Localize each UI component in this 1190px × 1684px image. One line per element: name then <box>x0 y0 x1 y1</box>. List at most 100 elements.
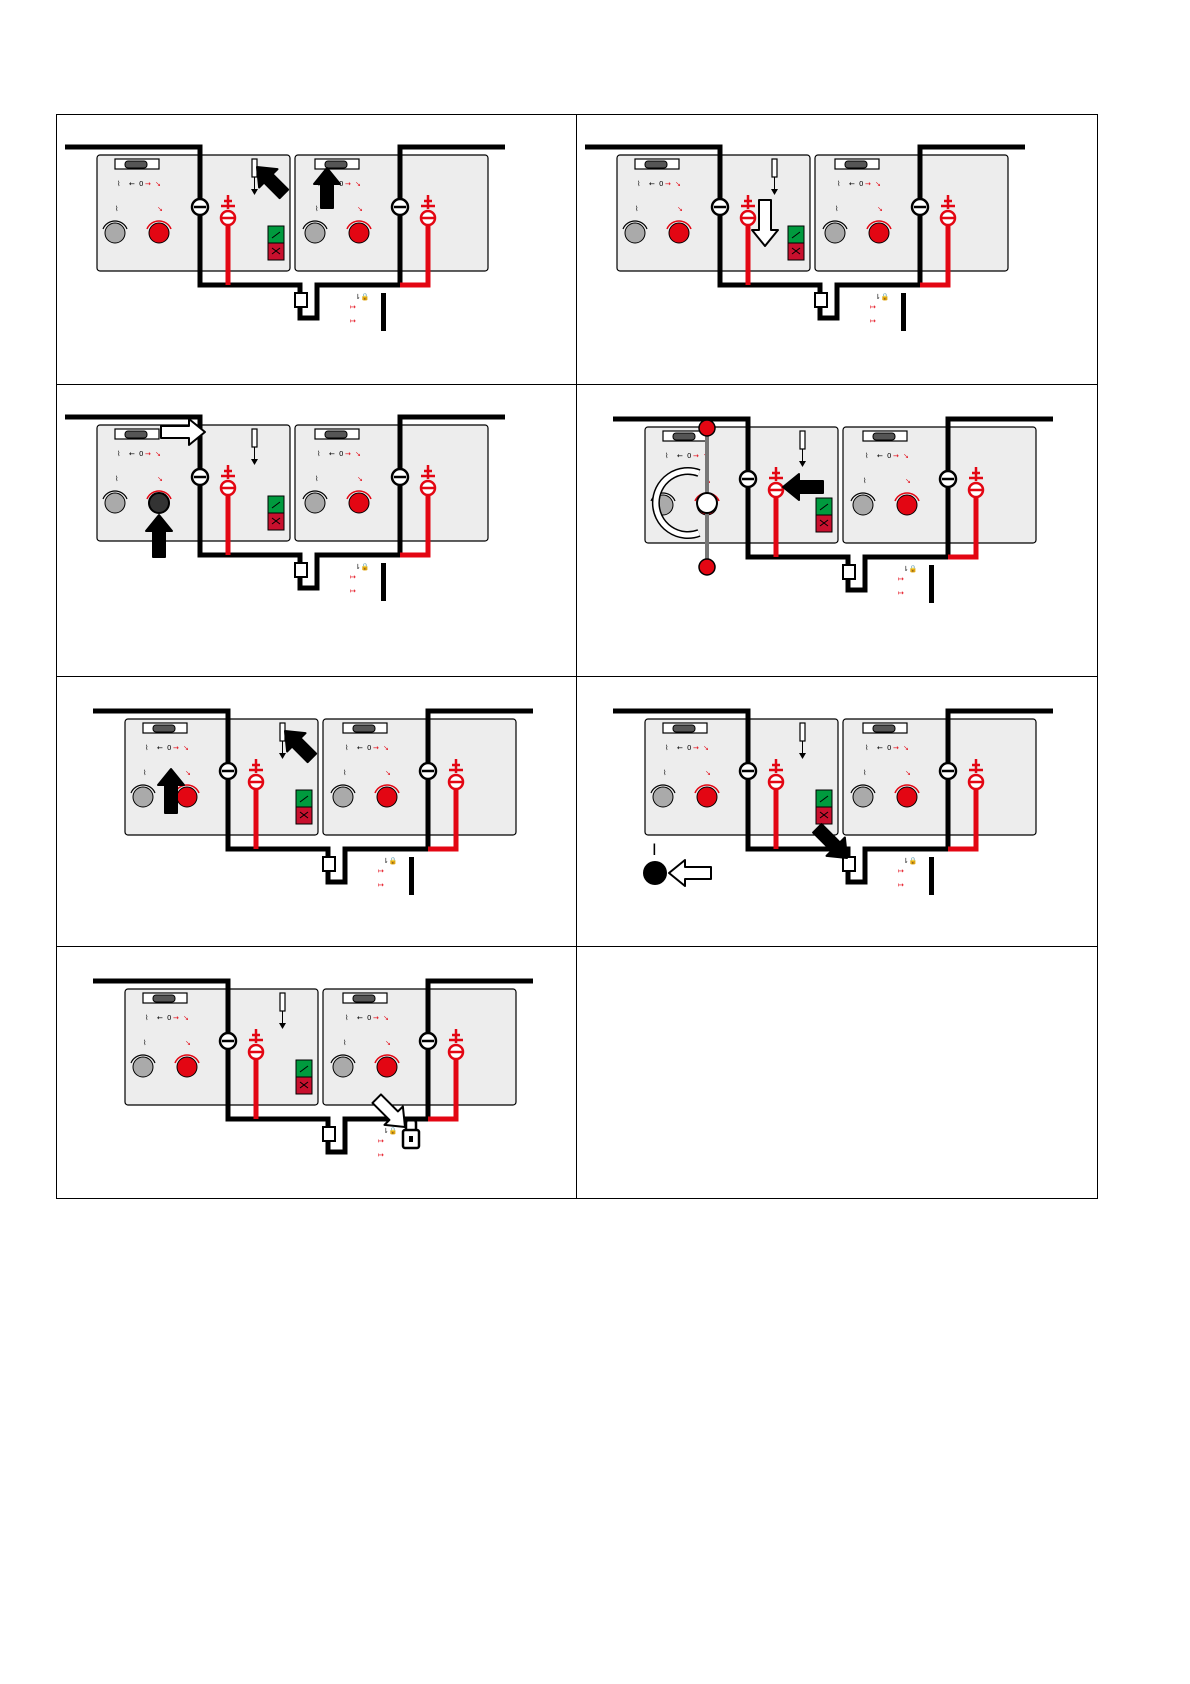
svg-text:→: → <box>893 744 899 752</box>
fuse-icon <box>323 857 335 871</box>
svg-text:↘: ↘ <box>903 744 909 752</box>
svg-text:⌇: ⌇ <box>663 769 666 777</box>
svg-text:↦: ↦ <box>378 1151 384 1159</box>
step-cell-1: ⌇←0→↘⌇↘⌇←0→↘⌇↘⇂🔒↦↦ <box>57 115 577 385</box>
svg-text:⌇: ⌇ <box>345 744 348 752</box>
key-bar <box>409 857 414 895</box>
fuse-icon <box>843 565 855 579</box>
svg-text:→: → <box>693 744 699 752</box>
key-bar <box>381 563 386 601</box>
right-panel <box>815 155 1008 271</box>
grey-knob-icon <box>305 223 325 243</box>
svg-text:⌇: ⌇ <box>315 475 318 483</box>
svg-text:↦: ↦ <box>350 587 356 595</box>
svg-text:⇂🔒: ⇂🔒 <box>383 1127 398 1135</box>
instruction-grid: ⌇←0→↘⌇↘⌇←0→↘⌇↘⇂🔒↦↦ ⌇←0→↘⌇↘⌇←0→↘⌇↘⇂🔒↦↦ ⌇←… <box>56 114 1098 1199</box>
svg-text:←: ← <box>157 1014 163 1022</box>
svg-text:↘: ↘ <box>157 205 163 213</box>
key-bar <box>929 857 934 895</box>
svg-text:↘: ↘ <box>875 180 881 188</box>
svg-text:↘: ↘ <box>905 769 911 777</box>
fuse-icon <box>295 563 307 577</box>
push-button-icon <box>643 861 667 885</box>
svg-text:↘: ↘ <box>383 1014 389 1022</box>
tool-icon <box>280 993 285 1011</box>
svg-text:↦: ↦ <box>378 1137 384 1145</box>
svg-text:↦: ↦ <box>898 881 904 889</box>
svg-text:→: → <box>345 180 351 188</box>
svg-text:⌇: ⌇ <box>117 450 120 458</box>
svg-text:←: ← <box>129 450 135 458</box>
key-bar <box>929 565 934 603</box>
svg-text:↘: ↘ <box>355 180 361 188</box>
svg-text:⌇: ⌇ <box>343 1039 346 1047</box>
svg-text:↦: ↦ <box>898 867 904 875</box>
right-panel <box>843 427 1036 543</box>
svg-text:↦: ↦ <box>870 303 876 311</box>
svg-text:⌇: ⌇ <box>665 452 668 460</box>
zero-label: 0 <box>139 180 143 188</box>
svg-text:←: ← <box>129 180 135 188</box>
svg-text:←: ← <box>677 452 683 460</box>
svg-text:⇂🔒: ⇂🔒 <box>903 565 918 573</box>
grey-knob-icon <box>333 787 353 807</box>
red-knob-icon <box>377 1057 397 1077</box>
svg-text:↘: ↘ <box>357 475 363 483</box>
press-button-arrow-icon <box>669 860 711 886</box>
svg-text:↦: ↦ <box>350 303 356 311</box>
zero-label: 0 <box>167 1014 171 1022</box>
svg-text:⌇: ⌇ <box>145 1014 148 1022</box>
step-cell-2: ⌇←0→↘⌇↘⌇←0→↘⌇↘⇂🔒↦↦ <box>577 115 1097 385</box>
step-drawing <box>577 947 1097 1199</box>
svg-text:↘: ↘ <box>905 477 911 485</box>
svg-text:⌇: ⌇ <box>837 180 840 188</box>
zero-label: 0 <box>367 1014 371 1022</box>
svg-text:↘: ↘ <box>355 450 361 458</box>
svg-text:←: ← <box>357 1014 363 1022</box>
step-drawing: ⌇←0→↘⌇↘⌇←0→↘⌇↘⇂🔒↦↦ <box>577 115 1097 385</box>
right-panel <box>295 425 488 541</box>
position-I-label: I <box>652 840 657 859</box>
svg-text:⌇: ⌇ <box>863 477 866 485</box>
step-drawing: ⌇←0→↘⌇↘⌇←0→↘⌇↘⇂🔒↦↦ <box>57 677 577 947</box>
step-cell-empty <box>577 947 1097 1199</box>
svg-text:⌇: ⌇ <box>315 205 318 213</box>
svg-text:←: ← <box>677 744 683 752</box>
step-drawing: ⌇←0→↘⌇↘⌇←0→↘⌇↘⇂🔒↦↦ <box>57 385 577 677</box>
red-knob-icon <box>897 495 917 515</box>
svg-text:↘: ↘ <box>185 769 191 777</box>
svg-text:⌇: ⌇ <box>863 769 866 777</box>
step-drawing: ⌇←0→↘⌇↘⌇←0→↘⌇↘⇂🔒↦↦ <box>57 115 577 385</box>
svg-text:⌇: ⌇ <box>145 744 148 752</box>
grey-knob-icon <box>825 223 845 243</box>
key-bar <box>381 293 386 331</box>
grey-knob-icon <box>133 1057 153 1077</box>
schematic: ⌇←0→↘⌇↘⌇←0→↘⌇↘⇂🔒↦↦ <box>93 711 533 895</box>
svg-text:⇂🔒: ⇂🔒 <box>355 563 370 571</box>
red-knob-icon <box>177 1057 197 1077</box>
svg-text:↦: ↦ <box>898 589 904 597</box>
svg-text:→: → <box>145 450 151 458</box>
svg-text:↘: ↘ <box>385 1039 391 1047</box>
zero-label: 0 <box>687 744 691 752</box>
svg-text:↘: ↘ <box>903 452 909 460</box>
fuse-icon <box>815 293 827 307</box>
schematic: ⌇←0→↘⌇↘⌇←0→↘⌇↘⇂🔒↦↦ <box>93 981 533 1159</box>
svg-text:←: ← <box>157 744 163 752</box>
schematic: ⌇←0→↘⌇↘⌇←0→↘⌇↘⇂🔒↦↦ <box>65 417 505 601</box>
svg-text:←: ← <box>877 452 883 460</box>
schematic: ⌇←0→↘⌇↘⌇←0→↘⌇↘⇂🔒↦↦ <box>613 419 1053 603</box>
svg-text:⇂🔒: ⇂🔒 <box>903 857 918 865</box>
svg-text:↘: ↘ <box>155 450 161 458</box>
svg-text:↘: ↘ <box>677 205 683 213</box>
fuse-icon <box>295 293 307 307</box>
grey-knob-icon <box>133 787 153 807</box>
schematic: ⌇←0→↘⌇↘⌇←0→↘⌇↘⇂🔒↦↦ <box>65 147 505 331</box>
svg-text:↘: ↘ <box>157 475 163 483</box>
zero-label: 0 <box>339 450 343 458</box>
zero-label: 0 <box>167 744 171 752</box>
zero-label: 0 <box>139 450 143 458</box>
svg-text:↘: ↘ <box>383 744 389 752</box>
step-cell-7: ⌇←0→↘⌇↘⌇←0→↘⌇↘⇂🔒↦↦ <box>57 947 577 1199</box>
tool-icon <box>252 429 257 447</box>
